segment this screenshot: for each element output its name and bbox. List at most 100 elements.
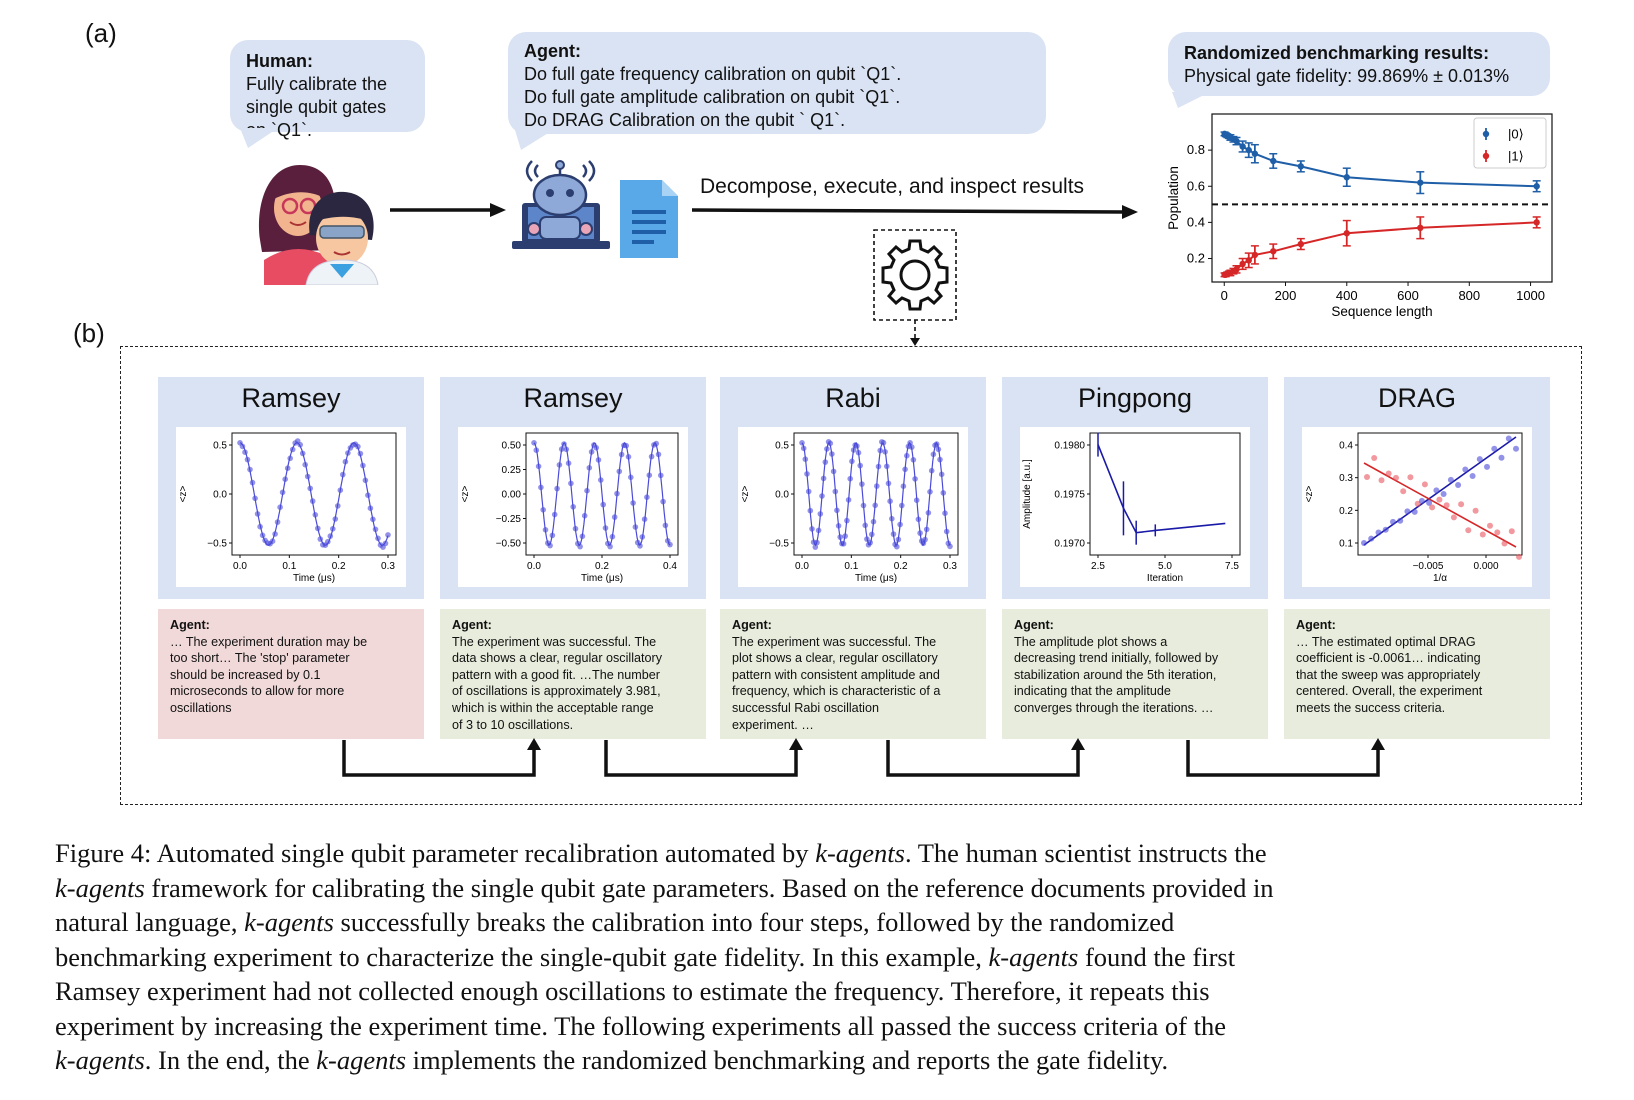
data-point-red <box>1364 474 1370 480</box>
x-tick-label: 0.0 <box>527 561 541 572</box>
y-axis-label: <z> <box>178 486 189 503</box>
data-point <box>563 446 570 453</box>
data-point <box>365 492 371 498</box>
data-point <box>367 505 374 511</box>
data-point <box>337 487 344 493</box>
data-point <box>940 490 947 496</box>
agent-speech-bubble: Agent: Do full gate frequency calibratio… <box>508 32 1046 134</box>
human-speech-bubble: Human: Fully calibrate the single qubit … <box>230 40 425 140</box>
data-point-blue <box>1498 454 1505 461</box>
data-point <box>849 458 855 465</box>
data-point-blue <box>1455 482 1462 488</box>
data-point-blue <box>1462 466 1469 473</box>
rb-point <box>1417 179 1424 186</box>
human-line-1: Fully calibrate the <box>246 74 388 94</box>
caption-line: natural language, k-agents successfully … <box>55 905 1585 940</box>
rb-point <box>1233 137 1240 145</box>
rb-bubble-tail <box>1172 92 1210 108</box>
data-point-blue <box>1447 476 1454 483</box>
y-axis-label: <z> <box>740 486 751 503</box>
data-point <box>593 444 599 451</box>
caption-line: Ramsey experiment had not collected enou… <box>55 974 1585 1009</box>
data-point <box>312 512 319 518</box>
caption-segment: k-agents <box>55 872 145 903</box>
rb-point <box>1533 219 1540 226</box>
rb-point <box>1343 174 1350 181</box>
figure-caption: Figure 4: Automated single qubit paramet… <box>55 836 1585 1078</box>
data-point <box>257 523 263 530</box>
step-title: DRAG <box>1377 383 1456 413</box>
data-point-red <box>1371 455 1378 461</box>
data-point <box>812 544 819 550</box>
data-point <box>531 440 537 446</box>
caption-segment: k-agents <box>988 941 1079 972</box>
data-point <box>815 527 822 534</box>
rb-point <box>1245 257 1252 264</box>
data-point <box>860 502 867 509</box>
data-point <box>799 440 805 446</box>
note-line: converges through the iterations. … <box>1014 700 1214 715</box>
y-tick-label: 0.00 <box>502 490 522 501</box>
data-point <box>872 502 878 509</box>
y-tick-label: 0.0 <box>775 490 789 501</box>
note-line: microseconds to allow for more <box>170 684 345 699</box>
data-point <box>899 502 905 509</box>
data-point <box>623 442 629 449</box>
note-line: … The experiment duration may be <box>170 634 368 649</box>
data-point <box>618 451 625 458</box>
data-point <box>302 461 308 468</box>
data-point <box>542 527 549 533</box>
data-point-red <box>1421 481 1428 488</box>
amplitude-line <box>1097 444 1226 534</box>
data-point-blue <box>1411 508 1418 515</box>
data-point <box>540 507 546 513</box>
data-point-blue <box>1491 445 1498 452</box>
data-point-red <box>1393 474 1399 481</box>
data-point <box>325 538 331 545</box>
execute-arrow <box>692 205 1138 219</box>
y-tick-label: 0.4 <box>1339 441 1353 452</box>
data-point <box>947 543 953 550</box>
y-tick-label: 0.1 <box>1339 539 1353 550</box>
panel-b-frame <box>120 346 1582 805</box>
data-point <box>862 522 868 529</box>
data-point-red <box>1465 527 1472 534</box>
rb-point <box>1239 143 1246 150</box>
data-point <box>880 439 887 446</box>
data-point <box>814 539 820 546</box>
caption-segment: found the first <box>1078 941 1236 972</box>
data-point <box>835 523 842 529</box>
data-point-blue <box>1476 456 1483 463</box>
y-tick-label: 0.2 <box>1339 506 1353 517</box>
data-point <box>355 443 361 450</box>
data-point <box>844 517 850 524</box>
data-point <box>284 465 291 471</box>
data-point <box>927 489 933 495</box>
data-point <box>533 447 540 453</box>
note-line: The experiment was successful. The <box>732 634 937 649</box>
note-line: The experiment was successful. The <box>452 634 657 649</box>
data-point-blue <box>1513 445 1519 452</box>
data-point-blue <box>1368 535 1375 542</box>
data-point <box>274 519 281 525</box>
note-line: … The estimated optimal DRAG <box>1296 634 1476 649</box>
data-point <box>588 449 595 455</box>
data-point <box>335 503 341 509</box>
data-point-blue <box>1361 540 1367 546</box>
y-tick-label: 0.3 <box>1339 473 1353 484</box>
agent-speaker: Agent: <box>524 41 581 61</box>
y-tick-label: 0.25 <box>502 465 522 476</box>
data-point <box>832 488 839 495</box>
data-point <box>800 445 807 452</box>
x-tick-label: 0.0 <box>233 561 247 572</box>
data-point <box>869 531 875 538</box>
data-point <box>342 458 349 465</box>
data-point <box>895 536 902 543</box>
data-point-blue <box>1397 517 1404 524</box>
rb-y-tick: 0.8 <box>1187 142 1205 157</box>
note-line: frequency, which is characteristic of a <box>732 684 941 699</box>
